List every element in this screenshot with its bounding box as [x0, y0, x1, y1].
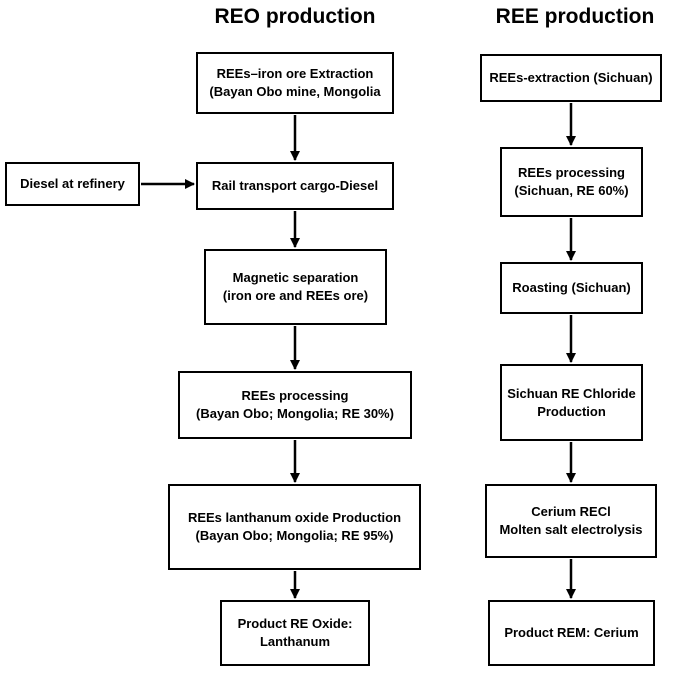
roasting-box: Roasting (Sichuan): [500, 262, 643, 314]
diesel-refinery-box: Diesel at refinery: [5, 162, 140, 206]
box-line: Roasting (Sichuan): [512, 280, 631, 296]
box-line: REEs–iron ore Extraction: [216, 66, 374, 82]
box-line: (Bayan Obo mine, Mongolia: [209, 84, 381, 99]
box-line: Sichuan RE Chloride: [507, 385, 636, 401]
box-line: Lanthanum: [259, 634, 331, 649]
ree-processing-box: REEs processing (Sichuan, RE 60%): [500, 147, 643, 217]
box-line: (Bayan Obo; Mongolia; RE 95%): [195, 528, 394, 543]
molten-salt-electrolysis-box: Cerium RECl Molten salt electrolysis: [485, 484, 657, 558]
box-line: REEs processing: [241, 388, 349, 404]
box-line: REEs processing: [518, 165, 625, 181]
product-re-oxide-box: Product RE Oxide: Lanthanum: [220, 600, 370, 666]
box-line: Diesel at refinery: [20, 176, 125, 192]
box-line: (Sichuan, RE 60%): [514, 183, 629, 198]
box-line: (iron ore and REEs ore): [222, 288, 369, 303]
reo-extraction-box: REEs–iron ore Extraction (Bayan Obo mine…: [196, 52, 394, 114]
re-chloride-production-box: Sichuan RE Chloride Production: [500, 364, 643, 441]
box-line: Magnetic separation: [232, 270, 359, 286]
rail-transport-box: Rail transport cargo-Diesel: [196, 162, 394, 210]
box-line: Rail transport cargo-Diesel: [211, 178, 379, 194]
magnetic-separation-box: Magnetic separation (iron ore and REEs o…: [204, 249, 387, 325]
product-rem-cerium-box: Product REM: Cerium: [488, 600, 655, 666]
box-line: REEs lanthanum oxide Production: [187, 510, 402, 526]
reo-production-title: REO production: [214, 5, 376, 28]
box-line: (Bayan Obo; Mongolia; RE 30%): [196, 406, 394, 421]
box-line: Cerium RECl: [531, 504, 611, 520]
box-line: REEs-extraction (Sichuan): [489, 70, 653, 86]
lanthanum-oxide-production-box: REEs lanthanum oxide Production (Bayan O…: [168, 484, 421, 570]
ree-extraction-box: REEs-extraction (Sichuan): [480, 54, 662, 102]
box-line: Molten salt electrolysis: [499, 522, 643, 537]
ree-production-title: REE production: [495, 5, 655, 28]
box-line: Production: [537, 403, 606, 419]
box-line: Product RE Oxide:: [237, 616, 353, 632]
reo-processing-box: REEs processing (Bayan Obo; Mongolia; RE…: [178, 371, 412, 439]
box-line: Product REM: Cerium: [504, 625, 639, 641]
